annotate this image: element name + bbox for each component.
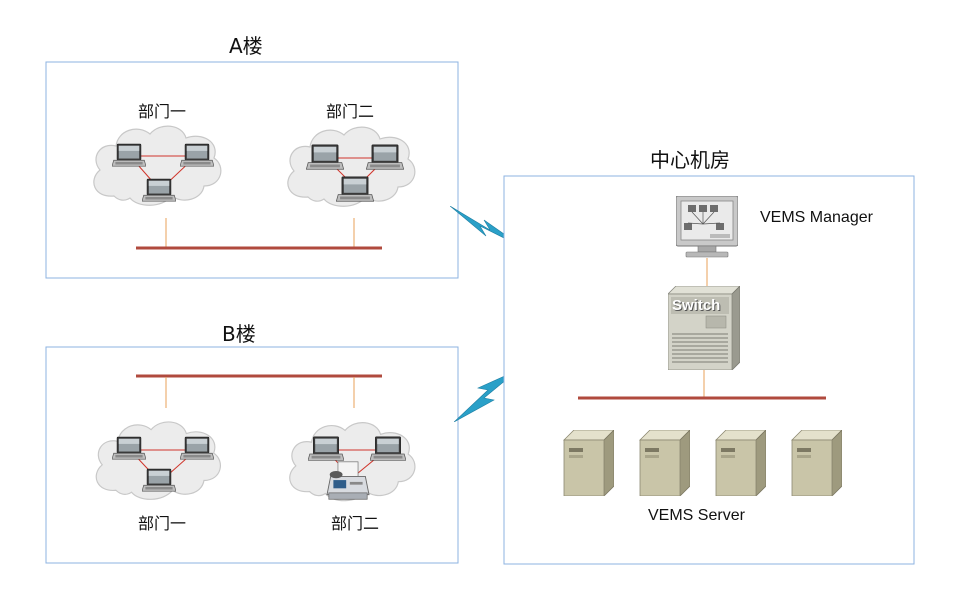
switch-label: Switch (672, 297, 721, 314)
building-b-bus (136, 374, 382, 408)
laptop-icon (308, 436, 344, 461)
laptop-icon (336, 176, 374, 202)
vems-server-label: VEMS Server (648, 507, 745, 524)
building-a-dept1-label: 部门一 (138, 102, 187, 121)
server-icon (715, 430, 766, 496)
laptop-icon (366, 144, 404, 170)
building-b-dept1-cloud (95, 421, 222, 500)
laptop-icon (142, 468, 176, 492)
laptop-icon (306, 144, 344, 170)
building-b-dept1-label: 部门一 (138, 514, 187, 533)
center-room-title: 中心机房 (650, 148, 730, 172)
laptop-icon (142, 178, 176, 202)
building-b-dept2-cloud (289, 422, 416, 502)
laptop-icon (180, 436, 214, 460)
server-icon (563, 430, 614, 496)
laptop-icon (112, 143, 146, 167)
building-b-dept2-label: 部门二 (331, 514, 380, 533)
building-a-title: A楼 (229, 34, 263, 58)
vems-manager-label: VEMS Manager (760, 209, 873, 226)
laptop-icon (370, 436, 406, 461)
building-a-dept1-cloud (93, 125, 222, 206)
laptop-icon (112, 436, 146, 460)
server-icon (639, 430, 690, 496)
building-a-dept2-cloud (287, 126, 416, 207)
server-icon (791, 430, 842, 496)
laptop-icon (180, 143, 214, 167)
building-b-title: B楼 (222, 322, 256, 346)
building-a-dept2-label: 部门二 (326, 102, 375, 121)
building-a-bus (136, 218, 382, 250)
